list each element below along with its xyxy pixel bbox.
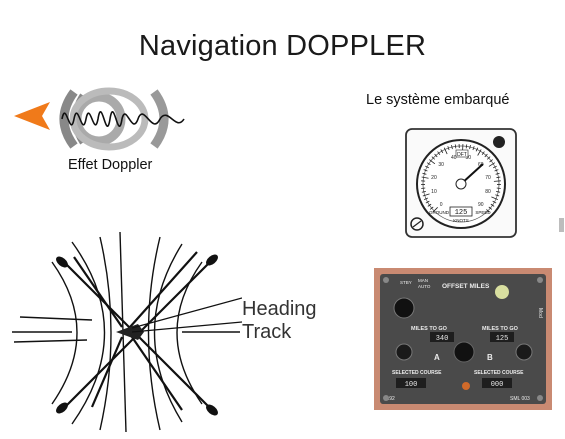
heading-label: Heading xyxy=(242,298,317,320)
track-line xyxy=(131,321,242,333)
doppler-caption: Effet Doppler xyxy=(68,157,153,173)
gauge-dial-number: 50 xyxy=(465,155,471,161)
screw-icon xyxy=(383,395,389,401)
gauge-dial-number: 30 xyxy=(438,162,444,168)
gauge-unit: KNOTS xyxy=(453,218,469,223)
indicator-lamp xyxy=(495,285,509,299)
gauge-dial-number: 40 xyxy=(451,155,457,161)
heading-track-diagram xyxy=(12,232,242,432)
orange-arrow-icon xyxy=(14,102,50,130)
centre-selector-knob xyxy=(453,341,475,363)
beam-line xyxy=(131,336,183,411)
doppler-effect-illustration xyxy=(14,87,185,151)
gauge-dial-number: 90 xyxy=(478,202,484,208)
beam-line xyxy=(129,251,198,328)
gauge-left-label: GROUND xyxy=(429,210,450,215)
left-course-knob xyxy=(395,343,413,361)
panel-course-left-label: SELECTED COURSE xyxy=(392,370,442,376)
panel-mode-stby: STBY xyxy=(400,280,412,285)
isodoppler-curve xyxy=(147,236,161,431)
gauge-right-label: SPEED xyxy=(475,210,491,215)
gauge-dial-number: 0 xyxy=(440,202,443,208)
mode-selector-knob xyxy=(393,297,415,319)
panel-course-right: 000 xyxy=(491,381,504,389)
panel-course-right-label: SELECTED COURSE xyxy=(474,370,524,376)
isodoppler-curve xyxy=(51,261,78,405)
orange-button xyxy=(462,382,470,390)
panel-miles-left-label: MILES TO GO xyxy=(411,326,448,332)
panel-mode-man: MAN xyxy=(418,278,428,283)
right-course-knob xyxy=(515,343,533,361)
panel-side-label: Mod xyxy=(537,308,543,318)
edge-marker xyxy=(559,218,564,232)
gauge-knob-icon xyxy=(493,136,505,148)
gauge-screw-icon xyxy=(410,217,424,231)
doppler-speed-gauge: 0102030405060708090 DFT 125 GROUND SPEED… xyxy=(405,128,517,238)
gauge-dial-number: 10 xyxy=(431,189,437,195)
isodoppler-curve xyxy=(71,241,106,425)
panel-bottom-left: 1192 xyxy=(384,396,395,402)
gauge-dial-number: 20 xyxy=(431,175,437,181)
beam-line xyxy=(73,256,123,328)
isodoppler-curve xyxy=(153,243,183,423)
gauge-top-label: DFT xyxy=(457,152,467,158)
beam-line xyxy=(90,336,124,408)
panel-offset-label: OFFSET MILES xyxy=(442,283,490,290)
doppler-control-panel: STBY MAN AUTO OFFSET MILES MILES TO GO M… xyxy=(374,268,552,410)
screw-icon xyxy=(383,277,389,283)
panel-letter-b: B xyxy=(487,353,493,362)
screw-icon xyxy=(537,277,543,283)
slide-title: Navigation DOPPLER xyxy=(138,30,427,62)
panel-miles-right-label: MILES TO GO xyxy=(482,326,519,332)
gauge-dial-number: 70 xyxy=(485,175,491,181)
panel-readout-right: 125 xyxy=(496,335,509,343)
panel-readout-left: 340 xyxy=(436,335,449,343)
gauge-readout: 125 xyxy=(455,209,468,217)
panel-course-left: 100 xyxy=(405,381,418,389)
gauge-ticks xyxy=(420,144,502,213)
sound-waveform xyxy=(61,111,185,127)
aircraft-icon xyxy=(116,324,144,340)
panel-letter-a: A xyxy=(434,353,440,362)
isodoppler-curve xyxy=(99,236,112,431)
heading-line xyxy=(131,297,242,329)
wave-circles xyxy=(59,87,169,151)
panel-bottom-right: SML 003 xyxy=(510,396,530,402)
system-caption: Le système embarqué xyxy=(366,92,510,108)
panel-mode-auto: AUTO xyxy=(418,284,431,289)
track-label: Track xyxy=(242,321,292,343)
screw-icon xyxy=(537,395,543,401)
isodoppler-curve xyxy=(176,261,203,405)
gauge-dial-number: 80 xyxy=(485,189,491,195)
